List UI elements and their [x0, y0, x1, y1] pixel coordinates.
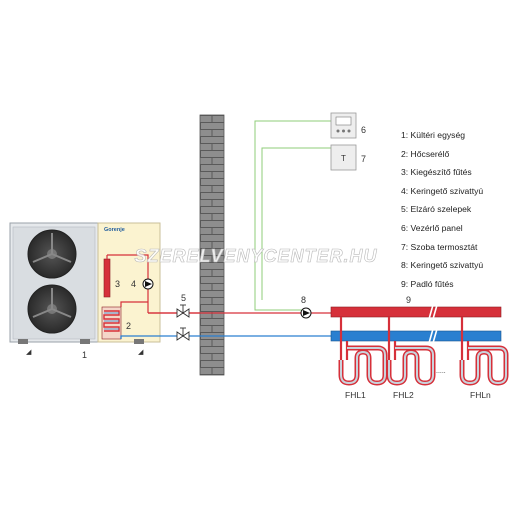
legend-item-6: 6: Vezérlő panel [401, 222, 463, 233]
outdoor-unit: ◢ ◢ [9, 222, 144, 356]
panel-foot [134, 339, 144, 344]
fan-bottom [27, 284, 77, 334]
label-pump-8: 8 [301, 295, 306, 305]
legend-item-3: 3: Kiegészítő fűtés [401, 167, 472, 178]
label-valves: 5 [181, 293, 186, 303]
loop-label-n: FHLn [470, 390, 491, 400]
unit-foot-marker: ◢ [26, 349, 32, 356]
legend-item-1: 1: Kültéri egység [401, 130, 466, 140]
pump-4 [142, 278, 154, 290]
shutoff-valve-hot [176, 304, 190, 318]
unit-foot-left [18, 339, 28, 344]
floor-loop-2 [386, 317, 436, 386]
pump-8 [300, 307, 312, 319]
label-heat-exchanger: 2 [126, 321, 131, 331]
legend-item-5: 5: Elzáró szelepek [401, 204, 472, 215]
label-thermostat: 7 [361, 154, 366, 164]
label-pump-4: 4 [131, 279, 136, 289]
brick-wall [199, 114, 225, 376]
legend-item-9: 9: Padló fűtés [401, 278, 454, 289]
fan-top [27, 229, 77, 279]
label-backup-heater: 3 [115, 279, 120, 289]
unit-foot-right [80, 339, 90, 344]
label-outdoor-unit: 1 [82, 350, 87, 360]
return-manifold [330, 330, 502, 342]
floor-loop-1 [338, 317, 388, 386]
cold-return-line [120, 335, 331, 339]
brand-logo: Gorenje [104, 227, 125, 233]
thermostat-symbol: T [341, 154, 346, 163]
legend-item-2: 2: Hőcserélő [401, 148, 450, 159]
manifold-break [428, 304, 438, 344]
shutoff-valve-cold [176, 327, 190, 341]
heat-exchanger [101, 306, 122, 340]
backup-heater [103, 255, 111, 298]
label-floor-heating: 9 [406, 295, 411, 305]
legend-item-7: 7: Szoba termosztát [401, 241, 478, 252]
legend-item-4: 4: Keringető szivattyú [401, 185, 484, 196]
label-controller: 6 [361, 125, 366, 135]
room-thermostat: T [330, 144, 357, 171]
loop-labels: FHL1 FHL2 FHLn ..... [345, 368, 491, 400]
watermark: SZERELVENYCENTER.HU [134, 246, 377, 266]
number-labels: 1 2 3 4 5 6 7 8 9 [82, 125, 411, 360]
control-wiring [254, 120, 331, 311]
loop-label-2: FHL2 [393, 390, 414, 400]
supply-manifold [330, 306, 502, 318]
legend-item-8: 8: Keringető szivattyú [401, 260, 484, 271]
controller-panel [330, 112, 357, 139]
loop-label-1: FHL1 [345, 390, 366, 400]
unit-foot-marker-2: ◢ [138, 349, 144, 356]
loop-ellipsis: ..... [436, 368, 446, 375]
legend: 1: Kültéri egység 2: Hőcserélő 3: Kiegés… [401, 126, 509, 293]
floor-loop-n [459, 317, 509, 386]
